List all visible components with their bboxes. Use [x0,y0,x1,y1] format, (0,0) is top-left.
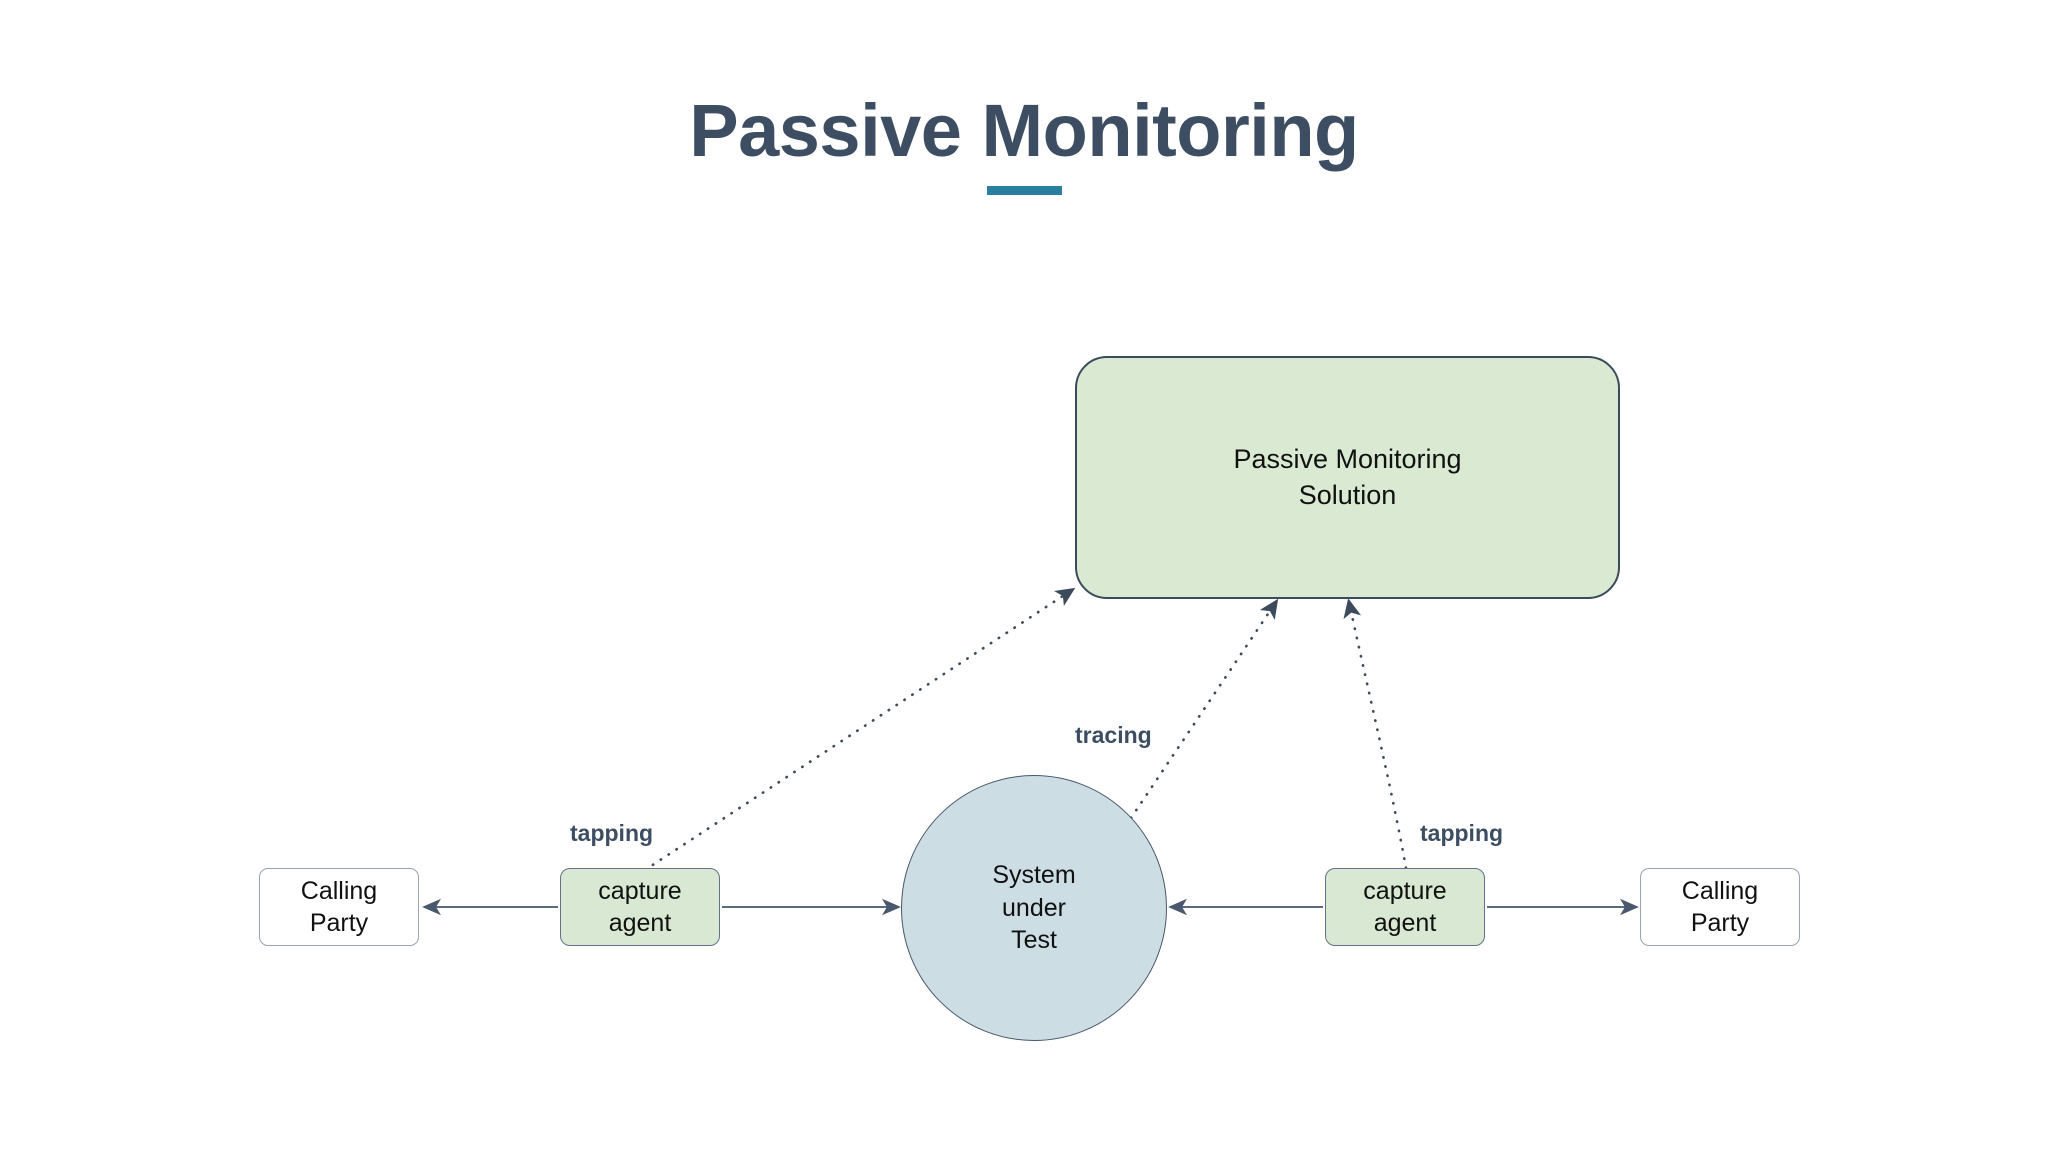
edge-tracing-to-monitoring-solution [1129,598,1279,820]
node-capture-agent-left[interactable]: capture agent [560,868,720,946]
node-label: System under Test [992,861,1076,955]
node-calling-party-right[interactable]: Calling Party [1640,868,1800,946]
node-passive-monitoring-solution[interactable]: Passive Monitoring Solution [1075,356,1620,599]
edge-label-tapping-left: tapping [570,820,654,846]
node-label: Passive Monitoring Solution [1233,443,1462,510]
page-title: Passive Monitoring [689,89,1359,172]
title-underline-accent [986,186,1062,196]
node-label: capture agent [1363,877,1447,937]
node-capture-agent-right[interactable]: capture agent [1325,868,1485,946]
edge-label-tapping-right: tapping [1420,820,1504,846]
title-block: Passive Monitoring [0,89,2048,196]
node-label: capture agent [598,877,682,937]
edge-tapping-right-to-monitoring-solution [1343,598,1408,870]
node-calling-party-left[interactable]: Calling Party [259,868,419,946]
node-label: Calling Party [300,877,378,937]
node-label: Calling Party [1681,877,1759,937]
node-system-under-test[interactable]: System under Test [901,775,1167,1041]
edge-label-tracing: tracing [1075,722,1152,748]
